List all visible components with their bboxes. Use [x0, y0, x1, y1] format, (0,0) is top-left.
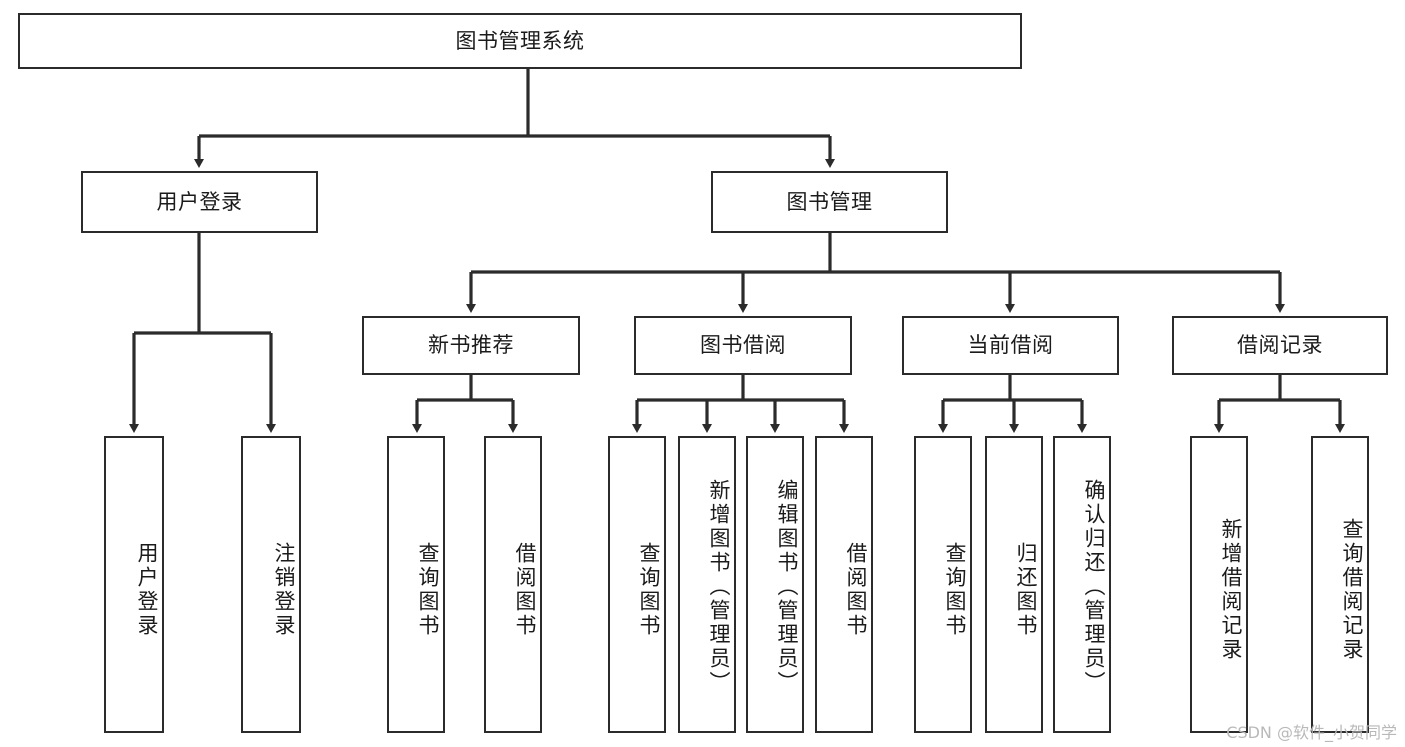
node-new-book-recommend-label: 新书推荐 [428, 333, 514, 358]
node-book-management[interactable]: 图书管理 [711, 171, 948, 233]
leaf-query-borrow-record-label: 查询借阅记录 [1340, 517, 1364, 662]
leaf-query-book-current[interactable]: 查询图书 [914, 436, 972, 733]
node-book-management-label: 图书管理 [786, 189, 873, 214]
leaf-return-book[interactable]: 归还图书 [985, 436, 1043, 733]
node-user-login[interactable]: 用户登录 [81, 171, 318, 233]
leaf-add-borrow-record-label: 新增借阅记录 [1219, 517, 1243, 662]
leaf-query-borrow-record[interactable]: 查询借阅记录 [1311, 436, 1369, 733]
node-current-borrow-label: 当前借阅 [967, 333, 1054, 358]
leaf-borrow-book-recommend-label: 借阅图书 [513, 541, 537, 638]
leaf-logout-label: 注销登录 [272, 541, 296, 638]
node-borrow-record[interactable]: 借阅记录 [1172, 316, 1388, 375]
leaf-confirm-return[interactable]: 确认归还（管理员） [1053, 436, 1111, 733]
leaf-user-login[interactable]: 用户登录 [104, 436, 164, 733]
leaf-query-book-borrow-label: 查询图书 [637, 541, 661, 638]
leaf-query-book-current-label: 查询图书 [943, 541, 967, 638]
leaf-borrow-book-recommend[interactable]: 借阅图书 [484, 436, 542, 733]
node-user-login-label: 用户登录 [156, 189, 243, 214]
leaf-edit-book[interactable]: 编辑图书（管理员） [746, 436, 804, 733]
leaf-add-borrow-record[interactable]: 新增借阅记录 [1190, 436, 1248, 733]
leaf-borrow-book-label: 借阅图书 [844, 541, 868, 638]
leaf-confirm-return-label: 确认归还（管理员） [1082, 478, 1106, 695]
node-root-label: 图书管理系统 [455, 28, 585, 53]
leaf-user-login-label: 用户登录 [135, 541, 159, 638]
node-book-borrow[interactable]: 图书借阅 [634, 316, 852, 375]
watermark: CSDN @软件_小贺同学 [1226, 723, 1397, 742]
leaf-return-book-label: 归还图书 [1014, 541, 1038, 638]
node-root[interactable]: 图书管理系统 [18, 13, 1022, 69]
node-book-borrow-label: 图书借阅 [700, 333, 786, 358]
leaf-query-book-recommend[interactable]: 查询图书 [387, 436, 445, 733]
leaf-edit-book-label: 编辑图书（管理员） [775, 478, 799, 695]
leaf-borrow-book[interactable]: 借阅图书 [815, 436, 873, 733]
leaf-add-book-label: 新增图书（管理员） [707, 478, 731, 695]
node-borrow-record-label: 借阅记录 [1237, 333, 1323, 358]
leaf-logout[interactable]: 注销登录 [241, 436, 301, 733]
leaf-add-book[interactable]: 新增图书（管理员） [678, 436, 736, 733]
node-current-borrow[interactable]: 当前借阅 [902, 316, 1119, 375]
node-new-book-recommend[interactable]: 新书推荐 [362, 316, 580, 375]
leaf-query-book-recommend-label: 查询图书 [416, 541, 440, 638]
leaf-query-book-borrow[interactable]: 查询图书 [608, 436, 666, 733]
